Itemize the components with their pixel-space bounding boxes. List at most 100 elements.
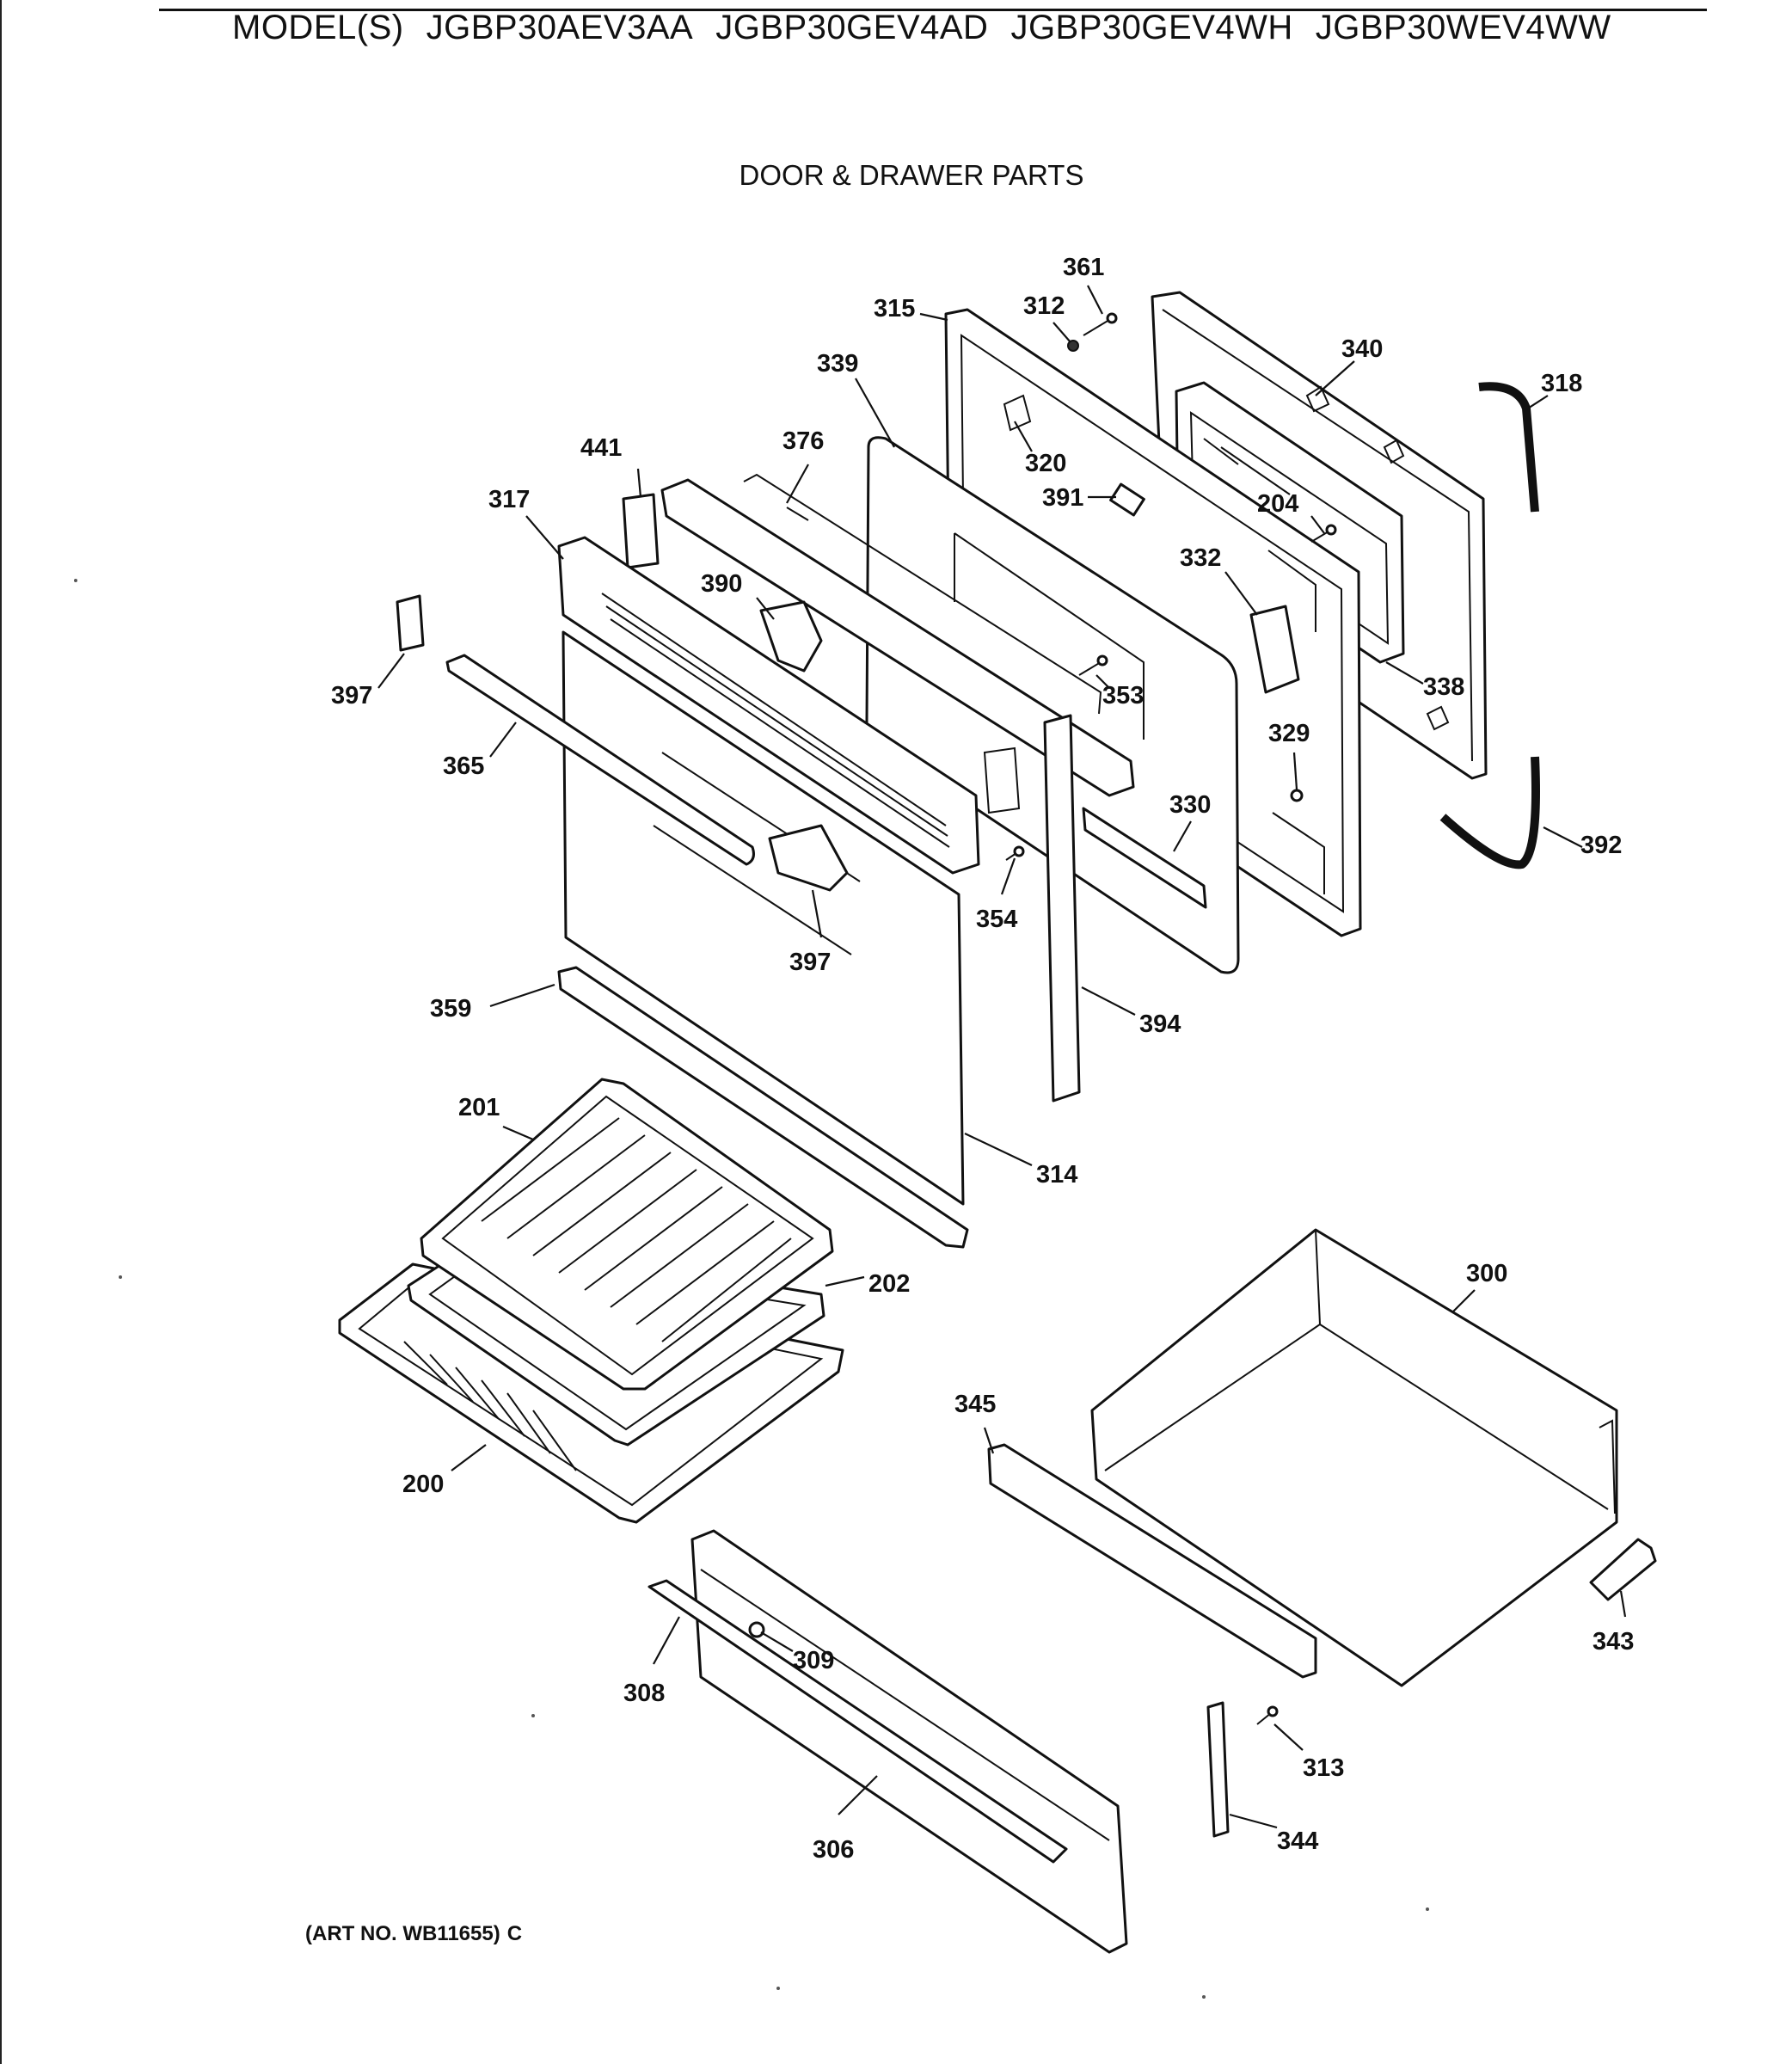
leader-204	[1310, 515, 1325, 534]
leader-314	[964, 1133, 1033, 1166]
leader-376	[786, 464, 809, 504]
callout-313: 313	[1303, 1754, 1344, 1782]
screw-313	[1256, 1705, 1279, 1725]
leader-345	[983, 1427, 995, 1454]
leader-338	[1385, 661, 1424, 685]
art-revision-code: C	[506, 1922, 523, 1945]
leader-344	[1229, 1813, 1278, 1829]
leader-308	[653, 1616, 680, 1665]
leader-361	[1087, 285, 1103, 315]
door-handle-365	[445, 654, 755, 866]
screw-329	[1290, 789, 1304, 802]
screw-361	[1083, 312, 1118, 336]
drawer-stop-343	[1589, 1538, 1657, 1601]
model-number: JGBP30GEV4WH	[1010, 9, 1293, 46]
model-number: JGBP30GEV4AD	[715, 9, 989, 46]
leader-441	[636, 468, 642, 498]
scan-speck	[776, 1987, 780, 1990]
handle-end-cap-397-top	[396, 594, 425, 652]
callout-309: 309	[793, 1647, 834, 1674]
leader-354	[1000, 857, 1016, 895]
callout-441: 441	[580, 434, 622, 462]
callout-361: 361	[1063, 254, 1104, 281]
callout-390: 390	[701, 570, 742, 598]
hinge-bracket-441	[622, 493, 660, 569]
model-list: MODEL(S) JGBP30AEV3AA JGBP30GEV4AD JGBP30GE…	[232, 9, 1634, 47]
drawer-glide-344	[1206, 1701, 1230, 1838]
drawer-handle-308	[647, 1579, 1068, 1864]
header-rule	[159, 9, 1707, 11]
model-number: JGBP30WEV4WW	[1315, 9, 1611, 46]
callout-397a: 397	[331, 682, 372, 710]
leader-329	[1292, 752, 1298, 790]
leader-397a	[377, 653, 405, 689]
callout-394: 394	[1139, 1010, 1181, 1038]
leader-200	[451, 1444, 487, 1471]
scan-speck	[531, 1714, 535, 1717]
leader-365	[489, 722, 517, 758]
callout-354: 354	[976, 906, 1017, 933]
callout-376: 376	[782, 427, 824, 455]
drawer-body-300	[1090, 1228, 1618, 1687]
callout-353: 353	[1102, 682, 1144, 710]
models-label: MODEL(S)	[232, 9, 404, 46]
leader-300	[1452, 1289, 1476, 1312]
callout-344: 344	[1277, 1828, 1318, 1855]
vent-trim-317	[557, 536, 1021, 875]
leader-394	[1081, 986, 1136, 1016]
callout-345: 345	[954, 1391, 996, 1418]
hinge-receiver-391	[1109, 482, 1145, 517]
page-border-left	[0, 0, 2, 2064]
drawer-screw-309	[748, 1621, 765, 1638]
callout-201: 201	[458, 1094, 500, 1121]
callout-332: 332	[1180, 544, 1221, 572]
art-number: (ART NO. WB11655) C	[305, 1922, 522, 1946]
art-number-label: (ART NO. WB11655)	[305, 1922, 500, 1945]
drawer-front-306	[690, 1529, 1128, 1954]
leader-359	[489, 983, 555, 1008]
broiler-grid-201	[420, 1078, 834, 1391]
drawer-rail-345	[987, 1443, 1317, 1679]
callout-338: 338	[1423, 673, 1464, 701]
callout-200: 200	[402, 1471, 444, 1498]
callout-391: 391	[1042, 484, 1083, 512]
diagram-title: DOOR & DRAWER PARTS	[739, 159, 1084, 191]
scan-speck	[1202, 1995, 1206, 1999]
callout-308: 308	[623, 1680, 665, 1707]
leader-312	[1052, 322, 1071, 343]
leader-306	[838, 1775, 878, 1815]
latch-bracket-390	[759, 600, 823, 673]
leader-201	[502, 1125, 534, 1141]
leader-332	[1224, 571, 1258, 616]
leader-343	[1619, 1590, 1627, 1618]
leader-390	[756, 597, 775, 620]
door-gasket-318	[1478, 382, 1539, 513]
leader-397b	[811, 889, 823, 938]
vent-panel-376	[660, 473, 1135, 797]
side-trim-394	[1043, 714, 1081, 1103]
callout-340: 340	[1341, 335, 1383, 363]
callout-365: 365	[443, 752, 484, 780]
handle-end-cap-397-door	[768, 824, 849, 892]
leader-340	[1315, 360, 1355, 396]
callout-317: 317	[488, 486, 530, 513]
door-gasket-392	[1439, 756, 1540, 869]
callout-329: 329	[1268, 720, 1310, 747]
screw-353	[1078, 654, 1108, 676]
bracket-330	[1082, 807, 1207, 909]
callout-320: 320	[1025, 450, 1066, 477]
callout-300: 300	[1466, 1260, 1507, 1287]
leader-313	[1273, 1723, 1304, 1751]
model-number: JGBP30AEV3AA	[426, 9, 694, 46]
leader-202	[825, 1275, 865, 1287]
scan-speck	[119, 1275, 122, 1279]
callout-312: 312	[1023, 292, 1065, 320]
callout-359: 359	[430, 995, 471, 1023]
scan-speck	[74, 579, 77, 582]
leader-392	[1543, 826, 1583, 848]
callout-204: 204	[1257, 490, 1298, 518]
leader-318	[1523, 395, 1549, 412]
callout-397b: 397	[789, 949, 831, 976]
washer-312	[1067, 340, 1079, 352]
